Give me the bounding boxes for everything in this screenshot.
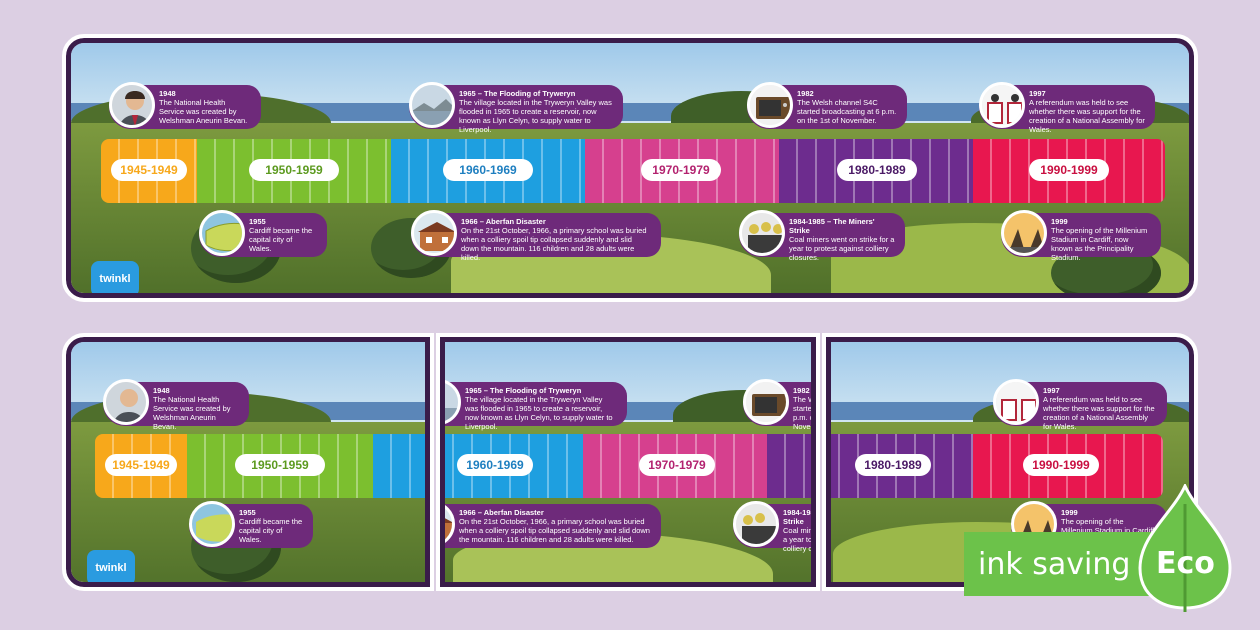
school-icon xyxy=(445,501,455,547)
portrait-icon xyxy=(103,379,149,425)
timeline-panel-2: 1960-1969 1970-1979 1965 – The Flooding … xyxy=(436,333,820,591)
reservoir-icon xyxy=(445,379,461,425)
twinkl-logo: twinkl xyxy=(91,261,139,293)
portrait-icon xyxy=(109,82,155,128)
ink-saving-eco-badge: ink saving Eco xyxy=(964,484,1250,612)
event-text: On the 21st October, 1966, a primary sch… xyxy=(461,226,647,262)
timeline-bar: 1945-1949 1950-1959 1960-1969 1970-1979 … xyxy=(101,139,1165,203)
decade-label-1990-1999: 1990-1999 xyxy=(1023,454,1099,476)
ink-saving-label: ink saving xyxy=(964,532,1154,596)
event-1966: 1966 – Aberfan Disaster On the 21st Octo… xyxy=(445,501,661,548)
event-title: 1997 xyxy=(1043,386,1060,395)
event-text: A referendum was held to see whether the… xyxy=(1043,395,1155,431)
event-title: 1997 xyxy=(1029,89,1046,98)
event-1984-1985: 1984-1985 – The Miners' Strike Coal mine… xyxy=(733,501,816,553)
reservoir-icon xyxy=(409,82,455,128)
decade-label-1980-1989: 1980-1989 xyxy=(837,159,917,181)
decade-label-1945-1949: 1945-1949 xyxy=(105,454,177,476)
event-text: The National Health Service was created … xyxy=(159,98,248,125)
event-text: Coal miners went on strike for a year to… xyxy=(789,235,895,262)
event-title: 1965 – The Flooding of Tryweryn xyxy=(459,89,576,98)
event-1948: 1948 The National Health Service was cre… xyxy=(109,82,261,129)
event-title: 1966 – Aberfan Disaster xyxy=(459,508,544,517)
event-1982: 1982 The Welsh channel S4C started broad… xyxy=(743,379,811,431)
event-1966: 1966 – Aberfan Disaster On the 21st Octo… xyxy=(411,210,661,262)
decade-label-1950-1959: 1950-1959 xyxy=(249,159,339,181)
event-1948: 1948 The National Health Service was cre… xyxy=(103,379,249,431)
event-title: 1955 xyxy=(239,508,256,517)
event-title: 1982 xyxy=(797,89,814,98)
twinkl-logo: twinkl xyxy=(87,550,135,582)
event-1997: 1997 A referendum was held to see whethe… xyxy=(979,82,1155,134)
event-title: 1966 – Aberfan Disaster xyxy=(461,217,546,226)
decade-label-1980-1989: 1980-1989 xyxy=(855,454,931,476)
decade-label-1970-1979: 1970-1979 xyxy=(641,159,721,181)
decade-label-1970-1979: 1970-1979 xyxy=(639,454,715,476)
event-text: Coal miners went on strike for a year to… xyxy=(783,526,814,553)
event-1997: 1997 A referendum was held to see whethe… xyxy=(993,379,1167,431)
event-text: A referendum was held to see whether the… xyxy=(1029,98,1145,134)
event-1999: 1999 The opening of the Millenium Stadiu… xyxy=(1001,210,1161,262)
television-icon xyxy=(747,82,793,128)
event-1984-1985: 1984-1985 – The Miners' Strike Coal mine… xyxy=(739,210,905,262)
eco-label: Eco xyxy=(1156,546,1215,581)
school-icon xyxy=(411,210,457,256)
event-1982: 1982 The Welsh channel S4C started broad… xyxy=(747,82,907,129)
event-text: The Welsh channel S4C started broadcasti… xyxy=(793,395,816,431)
event-text: On the 21st October, 1966, a primary sch… xyxy=(459,517,650,544)
event-title: 1955 xyxy=(249,217,266,226)
event-1965: 1965 – The Flooding of Tryweryn The vill… xyxy=(445,379,627,431)
event-title: 1984-1985 – The Miners' Strike xyxy=(783,508,816,526)
decade-label-1960-1969: 1960-1969 xyxy=(457,454,533,476)
decade-label-1950-1959: 1950-1959 xyxy=(235,454,325,476)
event-title: 1948 xyxy=(153,386,170,395)
event-text: Cardiff became the capital city of Wales… xyxy=(239,517,303,544)
decade-label-1990-1999: 1990-1999 xyxy=(1029,159,1109,181)
event-title: 1999 xyxy=(1051,217,1068,226)
decade-label-1945-1949: 1945-1949 xyxy=(111,159,187,181)
event-1955: 1955 Cardiff became the capital city of … xyxy=(189,501,313,548)
miners-icon xyxy=(733,501,779,547)
event-title: 1965 – The Flooding of Tryweryn xyxy=(465,386,582,395)
television-icon xyxy=(743,379,789,425)
timeline-panel-1: 1945-1949 1950-1959 1948 The National He… xyxy=(62,333,434,591)
map-icon xyxy=(199,210,245,256)
voting-icon xyxy=(979,82,1025,128)
event-text: The village located in the Tryweryn Vall… xyxy=(465,395,613,431)
timeline-banner-full: 1945-1949 1950-1959 1960-1969 1970-1979 … xyxy=(62,34,1198,302)
event-title: 1984-1985 – The Miners' Strike xyxy=(789,217,875,235)
event-title: 1982 xyxy=(793,386,810,395)
event-text: The village located in the Tryweryn Vall… xyxy=(459,98,612,134)
map-icon xyxy=(189,501,235,547)
event-title: 1948 xyxy=(159,89,176,98)
event-text: Cardiff became the capital city of Wales… xyxy=(249,226,313,253)
event-title: 1999 xyxy=(1061,508,1078,517)
event-1955: 1955 Cardiff became the capital city of … xyxy=(199,210,327,257)
decade-label-1960-1969: 1960-1969 xyxy=(443,159,533,181)
leaf-icon xyxy=(1138,484,1232,612)
event-1965: 1965 – The Flooding of Tryweryn The vill… xyxy=(409,82,623,134)
event-text: The Welsh channel S4C started broadcasti… xyxy=(797,98,897,125)
stadium-icon xyxy=(1001,210,1047,256)
voting-icon xyxy=(993,379,1039,425)
miners-icon xyxy=(739,210,785,256)
event-text: The opening of the Millenium Stadium in … xyxy=(1051,226,1148,262)
event-text: The National Health Service was created … xyxy=(153,395,231,431)
